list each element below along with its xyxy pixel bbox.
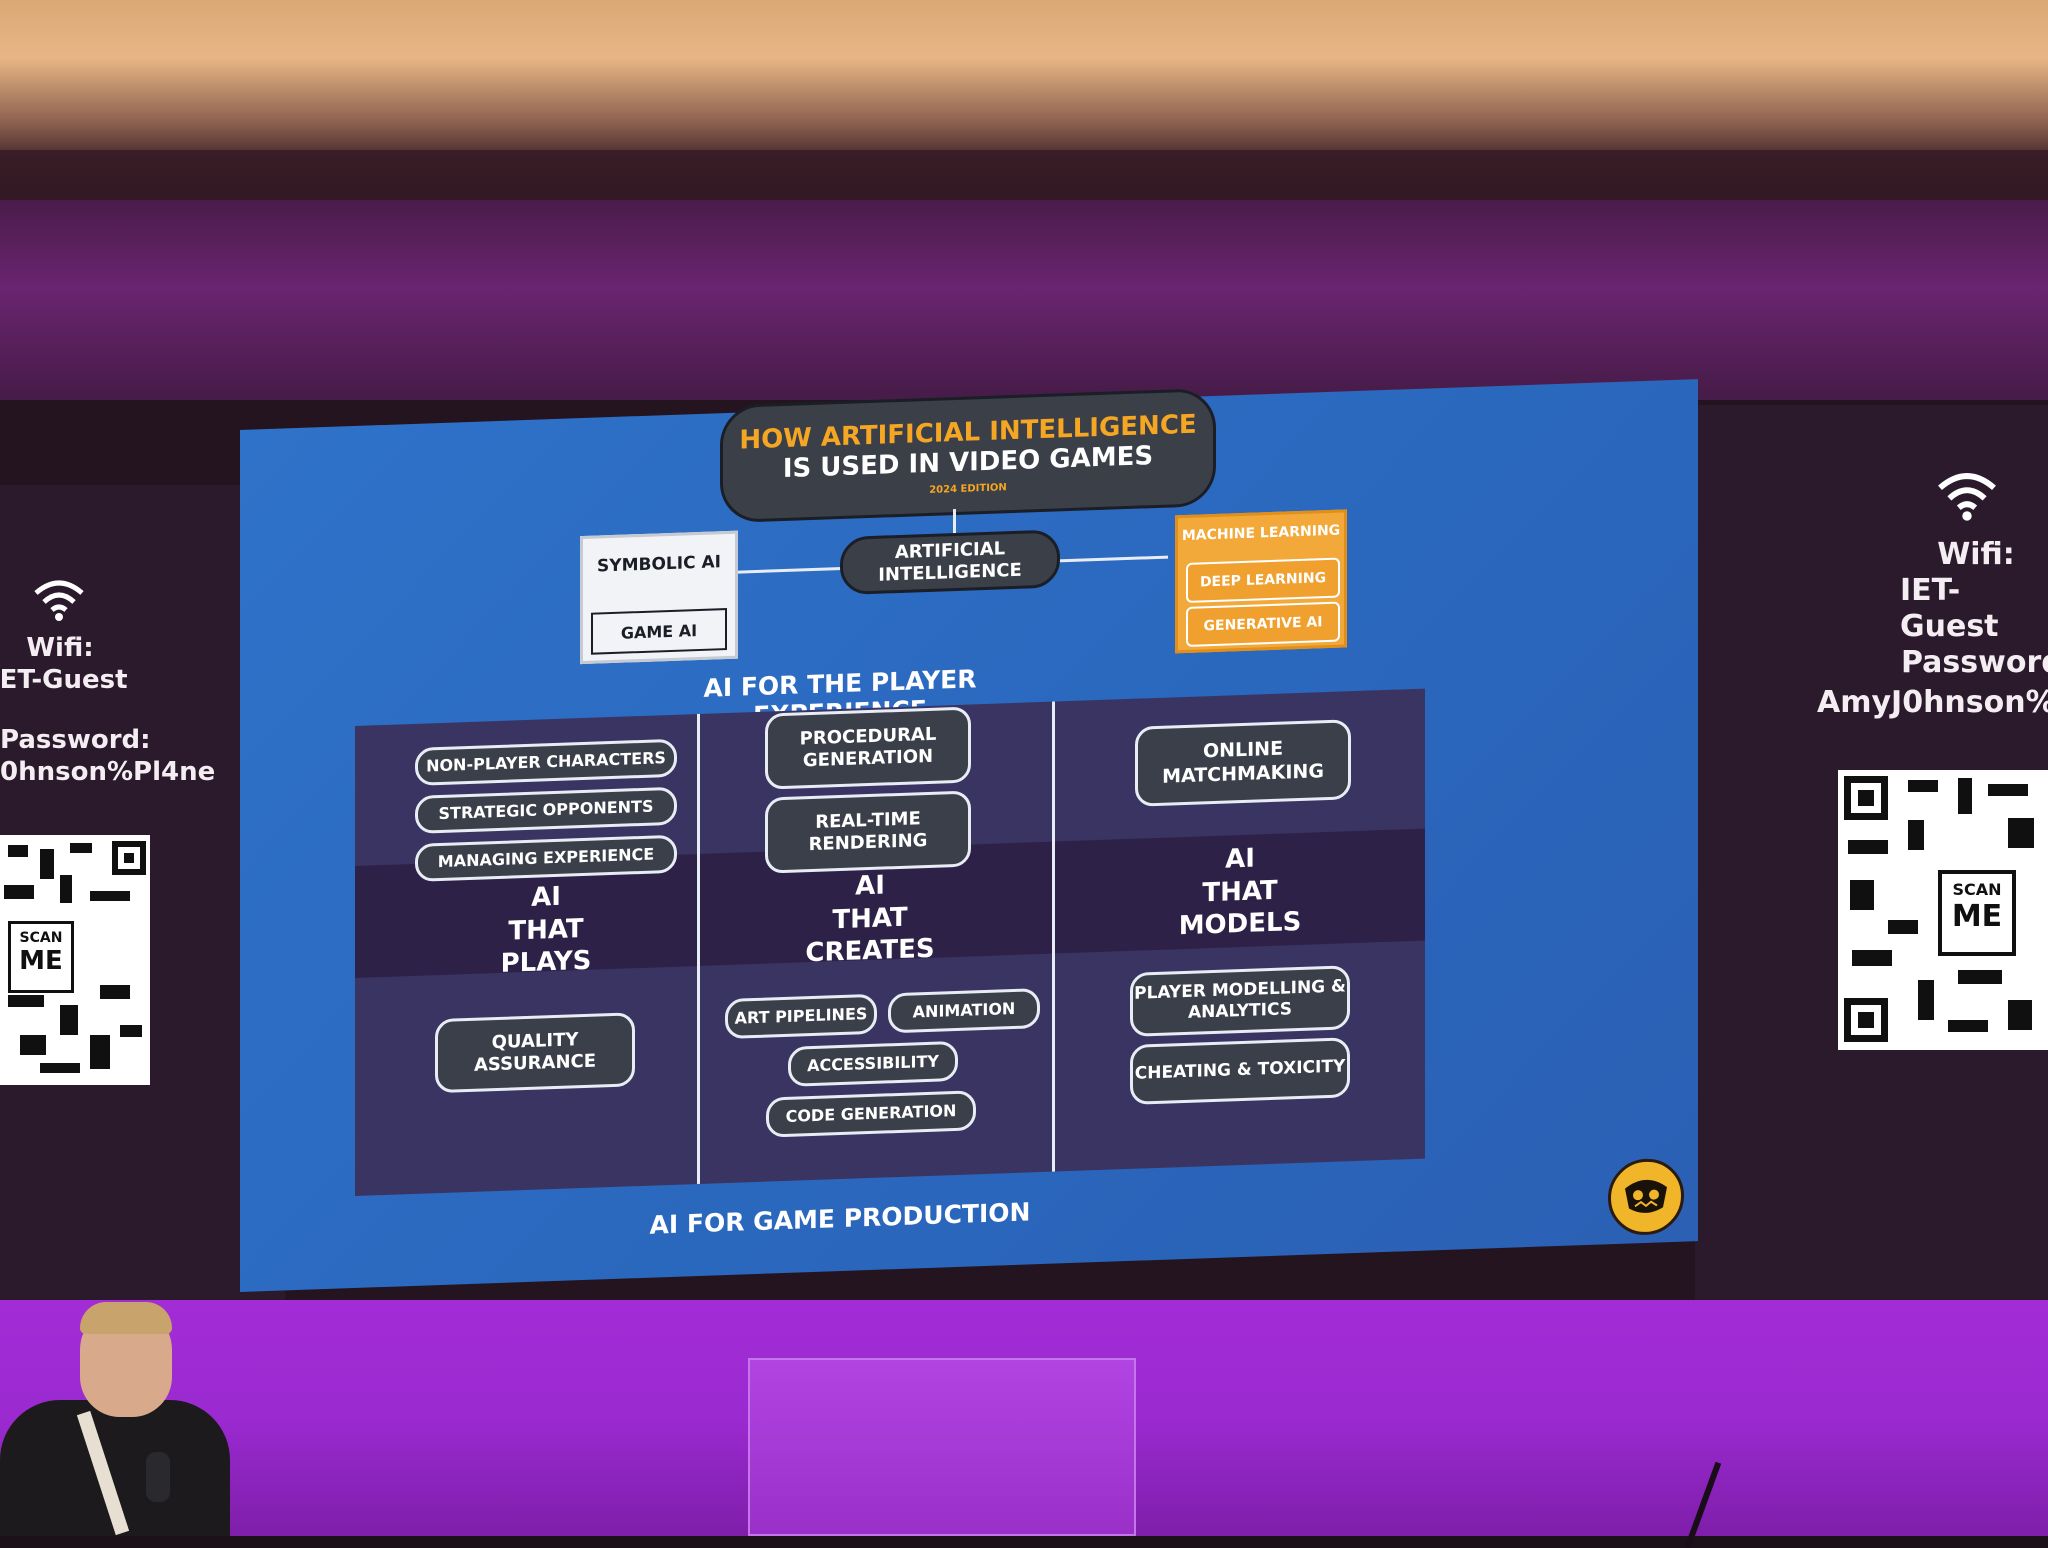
me-label: ME — [19, 946, 63, 976]
connector — [1058, 555, 1168, 563]
wifi-network: IET-Guest — [0, 665, 128, 695]
accessibility-pill: ACCESSIBILITY — [788, 1040, 958, 1087]
connector — [953, 508, 956, 536]
scan-me-badge: SCAN ME — [8, 921, 74, 993]
presentation-slide: HOW ARTIFICIAL INTELLIGENCE IS USED IN V… — [240, 379, 1698, 1292]
game-production-heading: AI FOR GAME PRODUCTION — [649, 1197, 1031, 1240]
connector — [732, 566, 842, 574]
column-divider — [697, 713, 700, 1185]
online-matchmaking-pill: ONLINE MATCHMAKING — [1135, 719, 1351, 807]
lectern — [748, 1358, 1136, 1536]
code-generation-pill: CODE GENERATION — [766, 1090, 976, 1138]
me-label: ME — [1951, 899, 2003, 934]
scan-label: SCAN — [1952, 880, 2002, 899]
animation-pill: ANIMATION — [888, 988, 1040, 1034]
password-value: AmyJ0hnson% — [1817, 685, 2048, 720]
wifi-icon — [1938, 473, 1996, 521]
speaker-hair — [80, 1302, 172, 1334]
art-pipelines-pill: ART PIPELINES — [725, 993, 877, 1040]
player-modelling-pill: PLAYER MODELLING & ANALYTICS — [1130, 965, 1350, 1037]
column-divider — [1052, 701, 1055, 1172]
quality-assurance-pill: QUALITY ASSURANCE — [435, 1012, 635, 1094]
deep-learning-label: DEEP LEARNING — [1186, 557, 1340, 603]
ai-that-models: AI THAT MODELS — [1120, 839, 1360, 945]
left-wifi-panel: Wifi: IET-Guest Password: 0hnson%Pl4ne S… — [0, 485, 285, 1300]
ai-that-plays: AI THAT PLAYS — [415, 877, 677, 984]
wifi-label: Wifi: — [26, 633, 94, 663]
qr-code: SCAN ME — [0, 835, 150, 1085]
ai-that-creates: AI THAT CREATES — [750, 866, 990, 972]
game-logo-icon — [1608, 1157, 1684, 1237]
procedural-generation-pill: PROCEDURAL GENERATION — [765, 706, 971, 790]
game-ai-label: GAME AI — [591, 607, 727, 655]
cheating-toxicity-pill: CHEATING & TOXICITY — [1130, 1037, 1350, 1105]
symbolic-ai-label: SYMBOLIC AI — [597, 552, 721, 577]
upper-wall — [0, 200, 2048, 420]
wifi-icon — [34, 580, 84, 621]
password-value: 0hnson%Pl4ne — [0, 757, 216, 787]
ceiling-light — [0, 0, 2048, 165]
handheld-microphone — [146, 1452, 170, 1502]
wifi-network: IET-Guest — [1900, 573, 1999, 644]
wifi-label: Wifi: — [1937, 537, 2015, 572]
qr-code: SCAN ME — [1838, 770, 2048, 1050]
scan-label: SCAN — [19, 930, 63, 946]
password-label: Password: — [0, 725, 151, 755]
real-time-rendering-pill: REAL-TIME RENDERING — [765, 790, 971, 874]
generative-ai-label: GENERATIVE AI — [1186, 601, 1340, 647]
password-label: Password: — [1901, 645, 2048, 680]
machine-learning-label: MACHINE LEARNING — [1181, 522, 1341, 545]
scan-me-badge: SCAN ME — [1938, 870, 2016, 956]
symbolic-ai-box: SYMBOLIC AI GAME AI — [580, 530, 738, 665]
right-wifi-panel: Wifi: IET-Guest Password: AmyJ0hnson% SC… — [1695, 405, 2048, 1300]
slide-title: HOW ARTIFICIAL INTELLIGENCE IS USED IN V… — [720, 387, 1216, 524]
ai-node: ARTIFICIAL INTELLIGENCE — [840, 529, 1060, 596]
